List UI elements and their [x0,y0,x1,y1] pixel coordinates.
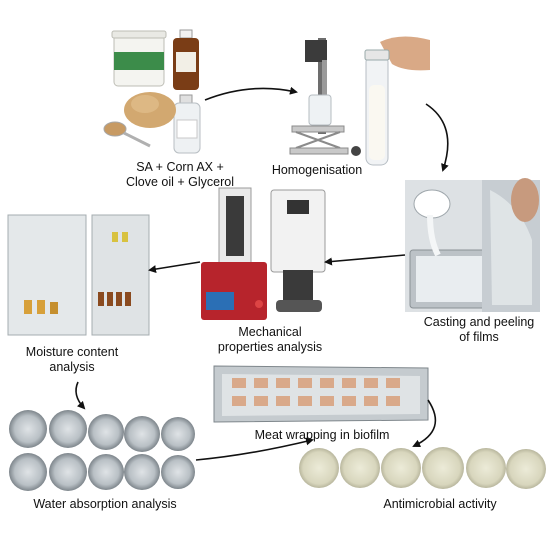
water-absorption-photo [9,410,195,491]
mechanical-photo [201,187,326,320]
homogenisation-line-1: Homogenisation [271,163,363,177]
casting-photo [405,178,540,312]
step-homogenisation-label: Homogenisation [262,163,372,178]
flow-arrows [75,86,449,461]
water-line-1: Water absorption analysis [33,497,177,511]
arrow-casting-to-mechanical [324,254,406,266]
ingredients-line-1: SA + Corn AX + [136,160,224,174]
mechanical-line-1: Mechanical [238,325,302,339]
arrow-meat-to-antimicrobial [412,399,437,448]
step-water-label: Water absorption analysis [10,497,200,512]
moisture-line-1: Moisture content [25,345,119,359]
step-casting-label: Casting and peeling of films [414,315,544,345]
step-mechanical-label: Mechanical properties analysis [205,325,335,355]
step-antimicrobial-label: Antimicrobial activity [365,497,515,512]
mechanical-line-2: properties analysis [217,340,323,354]
moisture-photo [7,214,150,336]
tube-photo [364,36,430,166]
meat-line-1: Meat wrapping in biofilm [254,428,390,442]
casting-line-1: Casting and peeling [423,315,535,329]
arrow-moisture-to-water [75,381,86,410]
antimicrobial-line-1: Antimicrobial activity [383,497,497,511]
ingredients-photo [103,29,201,154]
step-meat-label: Meat wrapping in biofilm [232,428,412,443]
arrow-mechanical-to-moisture [148,261,201,274]
step-ingredients-label: SA + Corn AX + Clove oil + Glycerol [96,160,264,190]
ingredients-line-2: Clove oil + Glycerol [125,175,235,189]
arrow-ingredients-to-homogenisation [204,86,298,101]
arrow-tube-to-casting [425,103,449,172]
moisture-line-2: analysis [49,360,95,374]
meat-photo [213,365,429,423]
antimicrobial-photo [299,447,546,489]
casting-line-2: of films [459,330,499,344]
step-moisture-label: Moisture content analysis [2,345,142,375]
arrow-water-to-meat [195,437,314,461]
homogeniser-photo [289,38,361,156]
